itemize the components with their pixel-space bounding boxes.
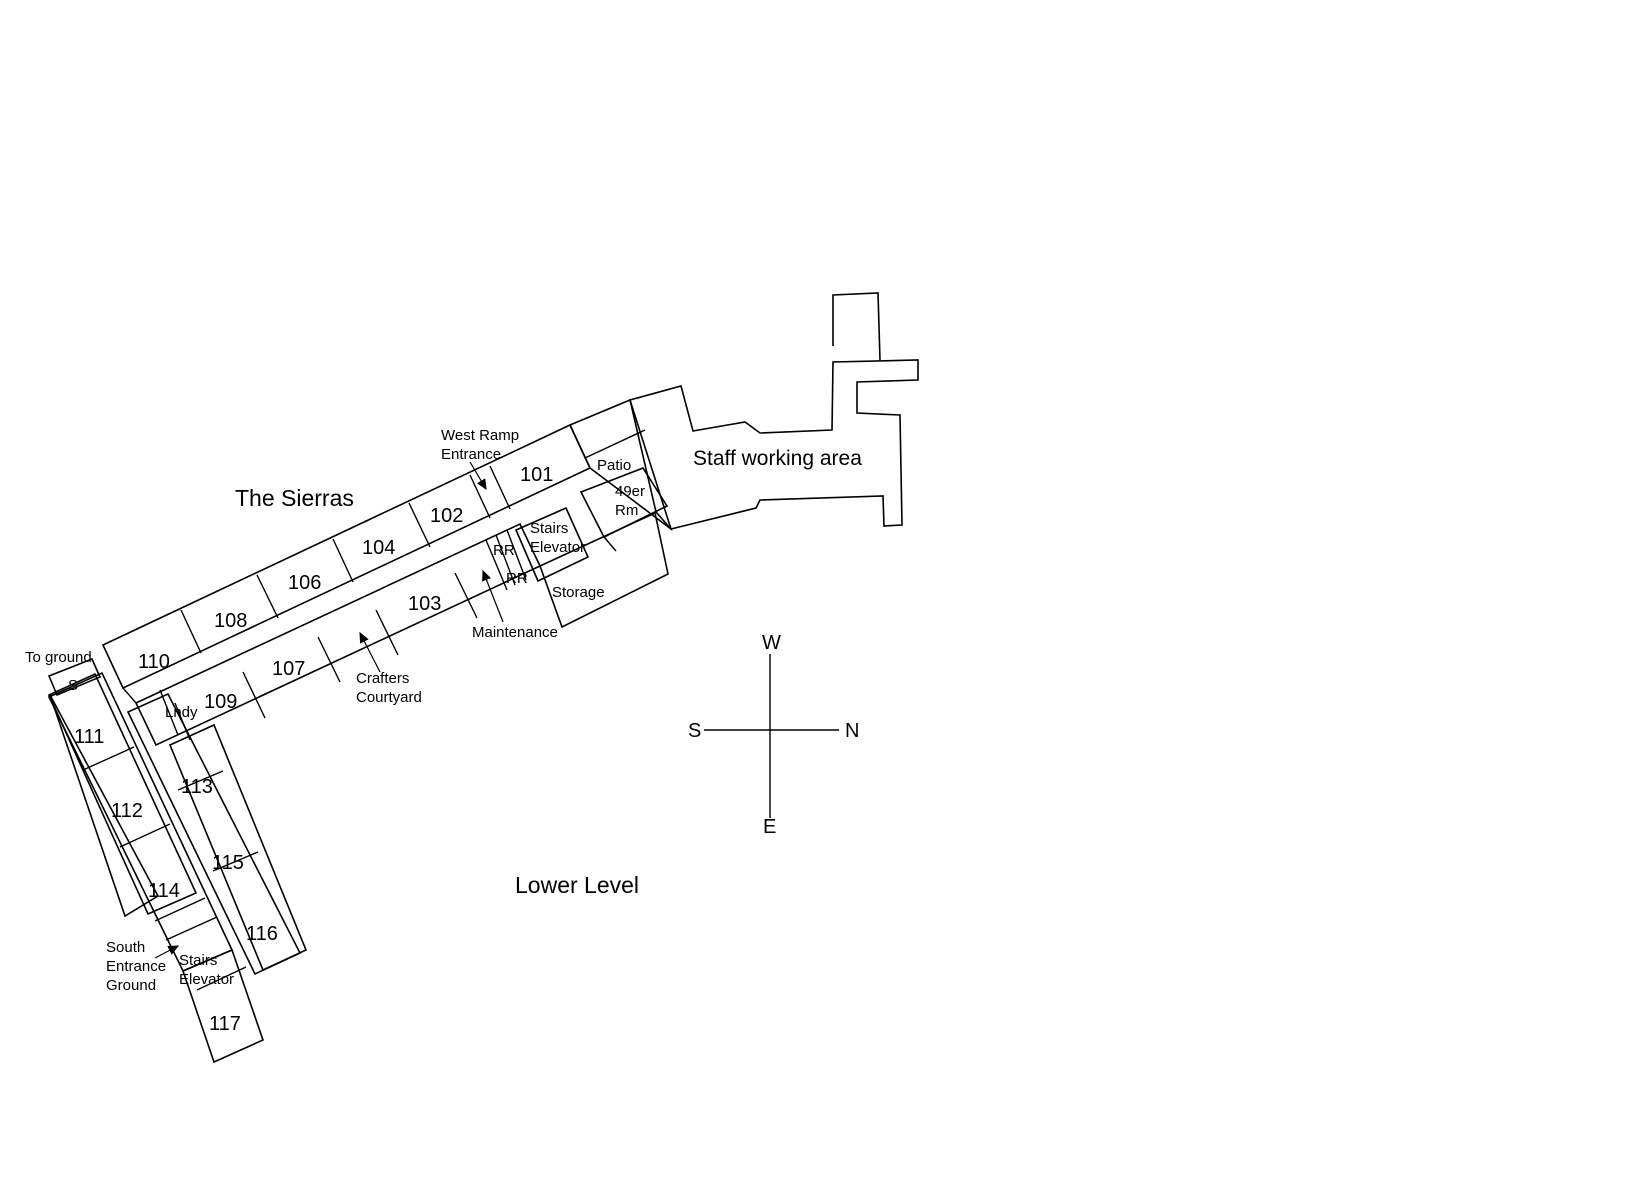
stairs-label: Stairs bbox=[530, 520, 568, 537]
elevator-label: Elevator bbox=[530, 539, 585, 556]
room-109: 109 bbox=[204, 691, 237, 713]
room-102: 102 bbox=[430, 505, 463, 527]
laundry-label: Lndy bbox=[165, 704, 198, 721]
room-114: 114 bbox=[148, 880, 180, 902]
building-outline bbox=[47, 292, 919, 1064]
patio-label: Patio bbox=[597, 457, 631, 474]
space-labels: Patio 49er Rm Stairs Elevator RR RR Stor… bbox=[25, 427, 645, 994]
level-label: Lower Level bbox=[515, 872, 639, 898]
crafters-label-1: Crafters bbox=[356, 670, 409, 687]
compass-south: S bbox=[688, 720, 701, 742]
room-104: 104 bbox=[362, 537, 395, 559]
south-entrance-label-2: Entrance bbox=[106, 958, 166, 975]
storage-label: Storage bbox=[552, 584, 605, 601]
maintenance-arrow bbox=[482, 569, 504, 623]
crafters-arrow bbox=[359, 631, 381, 673]
pointer-arrows bbox=[154, 461, 504, 959]
room-103: 103 bbox=[408, 593, 441, 615]
building-name: The Sierras bbox=[235, 485, 354, 511]
room-115: 115 bbox=[212, 852, 244, 874]
room-110: 110 bbox=[138, 651, 170, 673]
west-ramp-label-1: West Ramp bbox=[441, 427, 519, 444]
crafters-label-2: Courtyard bbox=[356, 689, 422, 706]
s-stair-label: S bbox=[68, 677, 78, 694]
rr-label-2: RR bbox=[506, 570, 528, 587]
compass-east: E bbox=[763, 816, 776, 838]
room-108: 108 bbox=[214, 610, 247, 632]
maintenance-label: Maintenance bbox=[472, 624, 558, 641]
west-ramp-arrow bbox=[469, 461, 487, 491]
south-entrance-label-3: Ground bbox=[106, 977, 156, 994]
room-107: 107 bbox=[272, 658, 305, 680]
room-113: 113 bbox=[181, 776, 213, 798]
compass: W E S N bbox=[688, 632, 859, 838]
room-111: 111 bbox=[74, 726, 104, 748]
compass-west: W bbox=[762, 632, 781, 654]
room-106: 106 bbox=[288, 572, 321, 594]
south-entrance-label-1: South bbox=[106, 939, 145, 956]
west-ramp-label-2: Entrance bbox=[441, 446, 501, 463]
south-stairs-label: Stairs bbox=[179, 952, 217, 969]
room-49er-label-2: Rm bbox=[615, 502, 638, 519]
south-entrance-arrow bbox=[154, 945, 180, 959]
room-117: 117 bbox=[209, 1013, 241, 1035]
south-elevator-label: Elevator bbox=[179, 971, 234, 988]
room-labels: 101 102 103 104 106 107 108 109 110 111 … bbox=[74, 464, 553, 1035]
compass-north: N bbox=[845, 720, 859, 742]
staff-area-label: Staff working area bbox=[693, 447, 862, 470]
room-112: 112 bbox=[111, 800, 143, 822]
room-116: 116 bbox=[246, 923, 278, 945]
to-ground-label: To ground bbox=[25, 649, 92, 666]
rr-label-1: RR bbox=[493, 542, 515, 559]
room-49er-label-1: 49er bbox=[615, 483, 645, 500]
room-101: 101 bbox=[520, 464, 553, 486]
